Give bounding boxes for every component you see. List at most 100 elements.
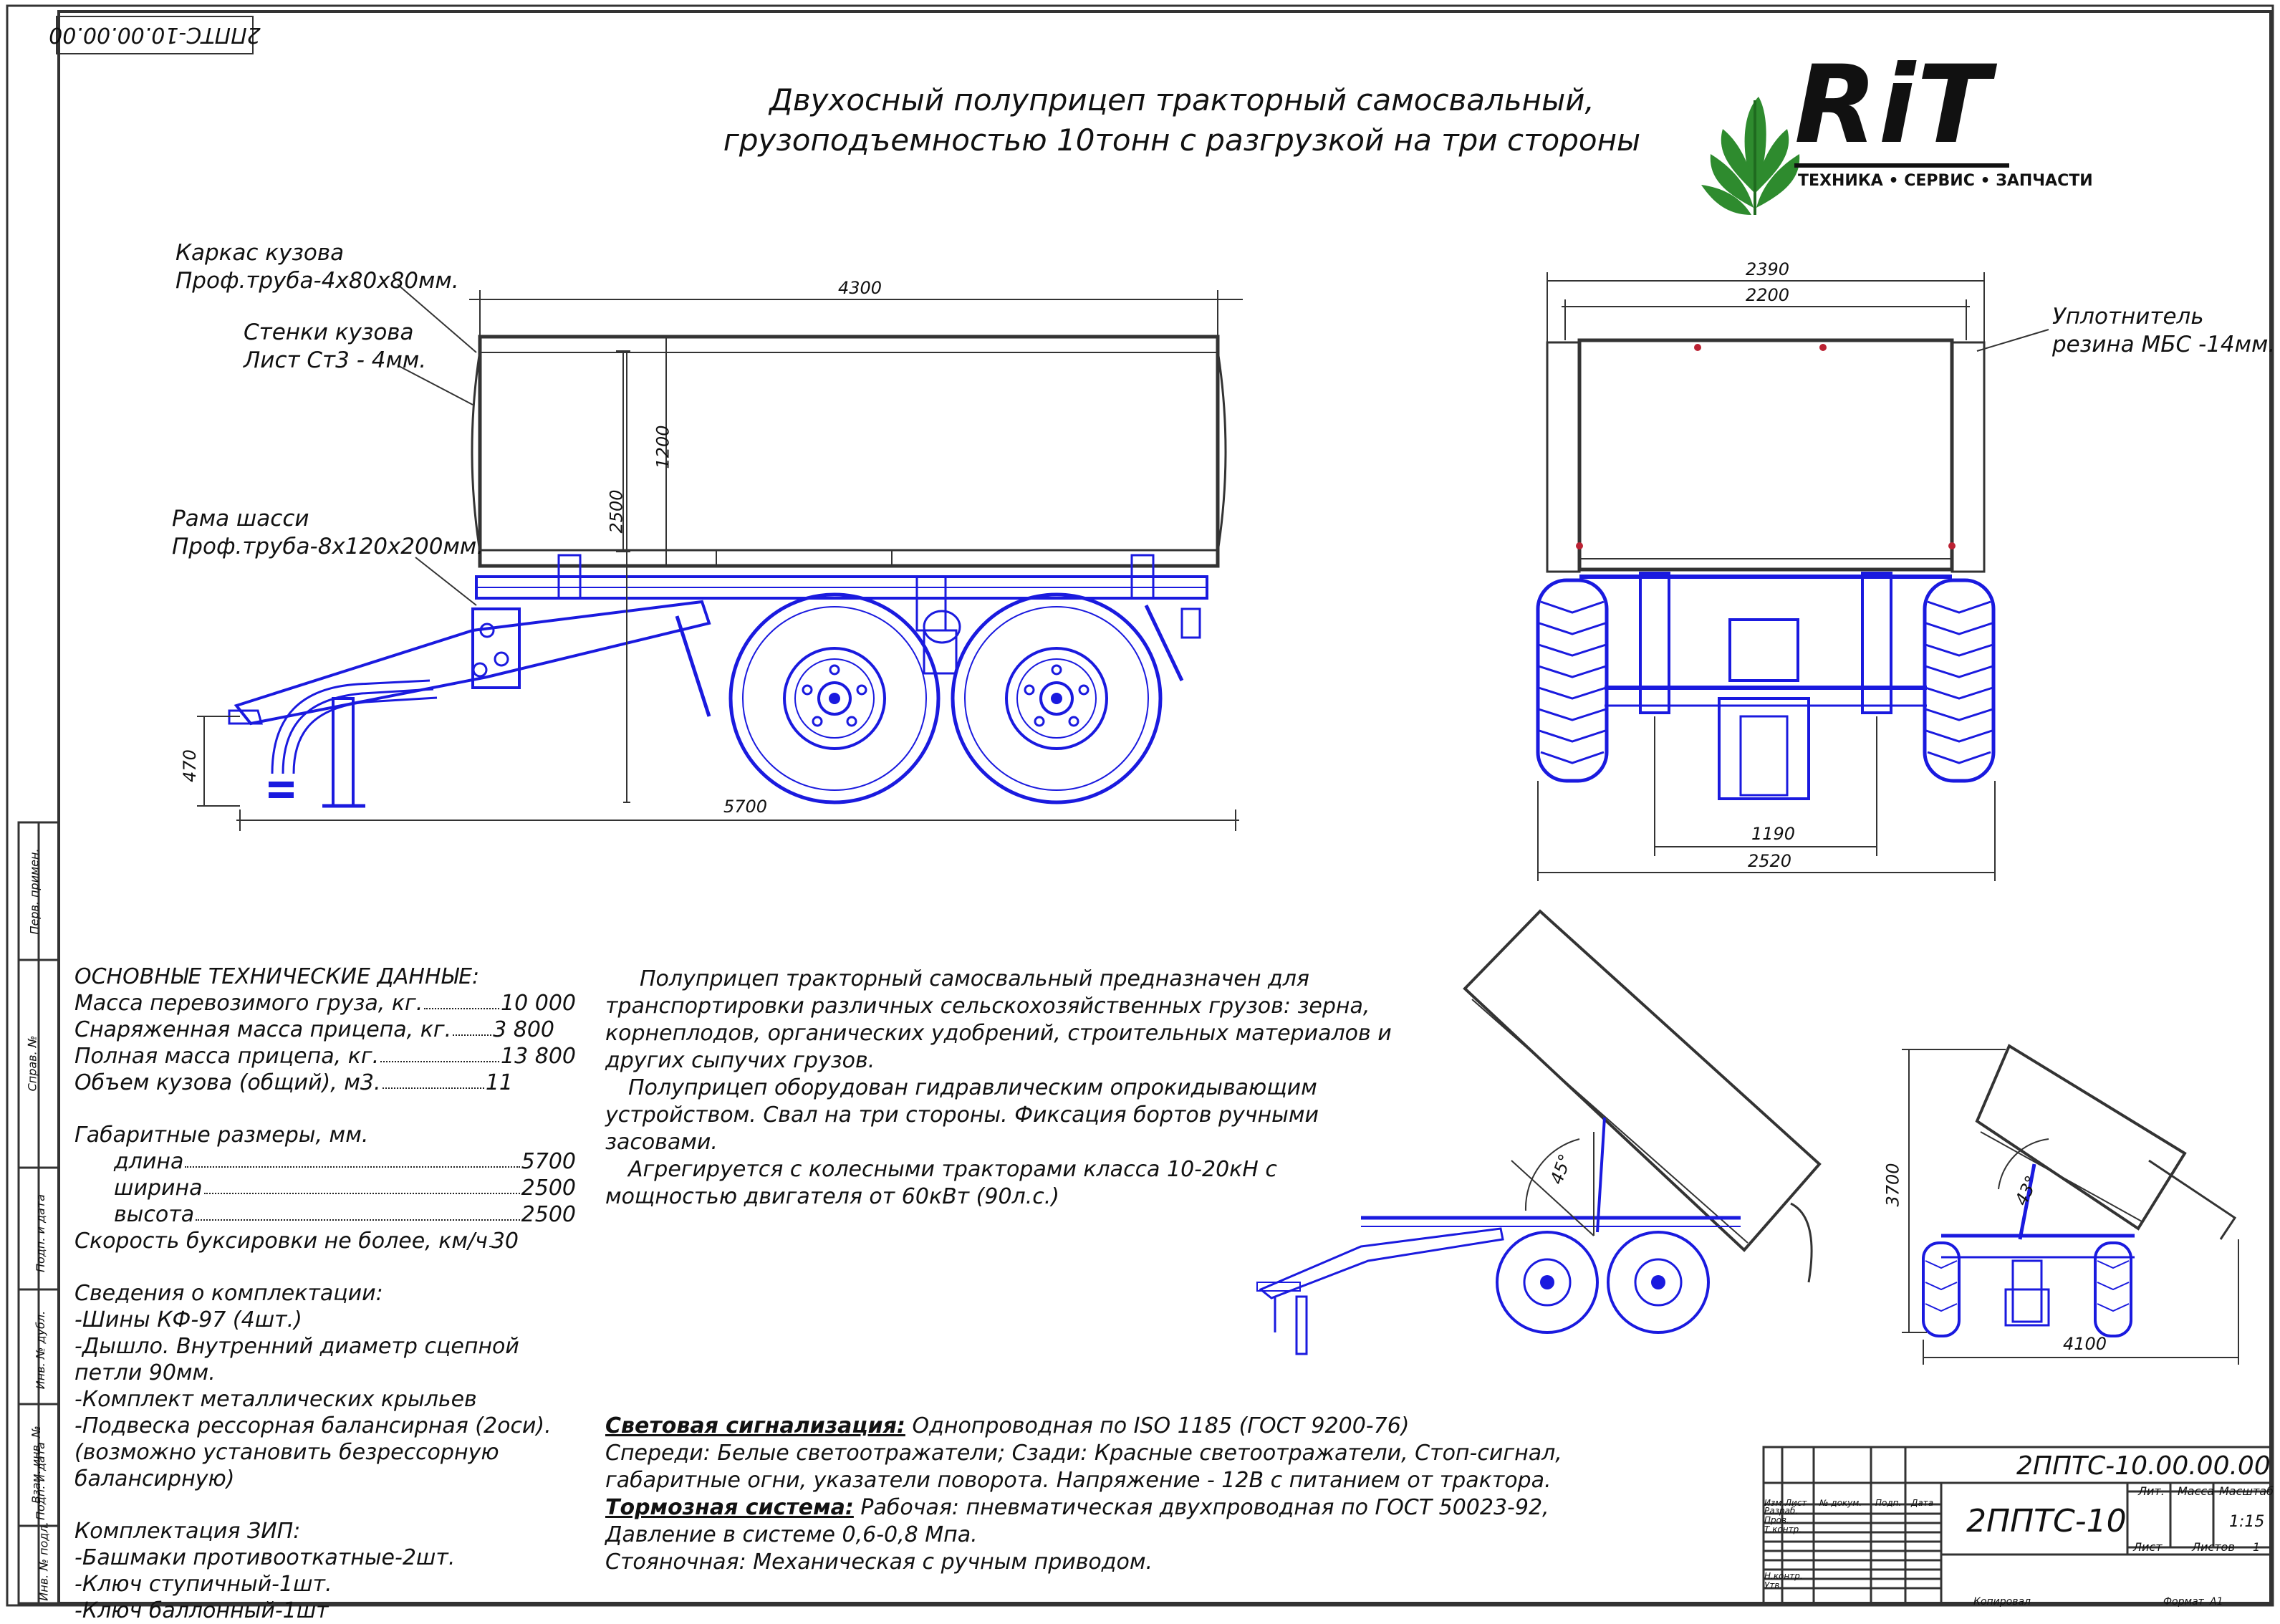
drawing-title: Двухосный полуприцеп тракторный самосвал… (716, 80, 1648, 160)
logo-brand: RiT (1794, 43, 1992, 168)
tech-specs: ОСНОВНЫЕ ТЕХНИЧЕСКИЕ ДАННЫЕ: Масса перев… (74, 964, 576, 1624)
dim-rear-inner-width: 2200 (1746, 285, 1790, 305)
callout-body-walls-spec: Лист Ст3 - 4мм. (244, 347, 427, 373)
callout-body-frame-spec: Проф.труба-4х80х80мм. (175, 268, 459, 294)
brake-line: Тормозная система: Рабочая: пневматическ… (605, 1494, 1622, 1549)
dim-label: длина (114, 1149, 184, 1174)
specs-heading: ОСНОВНЫЕ ТЕХНИЧЕСКИЕ ДАННЫЕ: (74, 964, 480, 989)
spec-row: Объем кузова (общий), м3.11 (74, 1070, 513, 1096)
light-text: Однопроводная по ISO 1185 (ГОСТ 9200-76) (912, 1413, 1410, 1438)
title-block-role-tcontrol: Т.контр. (1764, 1524, 1802, 1534)
kit-item: (возможно установить безрессорную баланс… (74, 1440, 499, 1491)
dim-total-length: 5700 (723, 797, 768, 817)
dim-value: 2500 (521, 1202, 576, 1227)
dim-tilt-width: 4100 (2063, 1334, 2107, 1354)
title-block-row-list: Лист (1785, 1498, 1807, 1508)
dims-heading: Габаритные размеры, мм. (74, 1123, 369, 1148)
title-block-col-lit: Лит. (2138, 1484, 2165, 1498)
zip-item: -Ключ ступичный-1шт. (74, 1572, 332, 1597)
callout-body-frame: Каркас кузова Проф.труба-4х80х80мм. (175, 239, 459, 295)
dim-row: высота 2500 (74, 1201, 576, 1228)
dim-track: 1190 (1751, 824, 1796, 844)
signaling-section: Световая сигнализация: Однопроводная по … (605, 1413, 1622, 1576)
kit-item: -Дышло. Внутренний диаметр сцепной петли… (74, 1334, 519, 1385)
spec-row: Масса перевозимого груза, кг.10 000 (74, 990, 576, 1017)
strip-sign-date-1: Подп. и дата (34, 1194, 47, 1272)
dim-total-height: 2500 (606, 489, 627, 534)
light-line: Световая сигнализация: Однопроводная по … (605, 1413, 1622, 1440)
title-block-col-scale: Масштаб (2219, 1484, 2274, 1498)
strip-dup-inv: Инв. № дубл. (34, 1310, 48, 1390)
spec-label: Объем кузова (общий), м3. (74, 1070, 381, 1095)
spec-label: Масса перевозимого груза, кг. (74, 991, 423, 1016)
callout-chassis-spec: Проф.труба-8х120х200мм. (172, 534, 484, 559)
title-block-sheets: Листов (2192, 1540, 2235, 1554)
title-block-sheet: Лист (2133, 1540, 2163, 1554)
description-p2: Полуприцеп оборудован гидравлическим опр… (605, 1075, 1319, 1155)
title-block-col-mass: Масса (2178, 1484, 2215, 1498)
light-label: Световая сигнализация: (605, 1413, 905, 1438)
spec-row: Снаряженная масса прицепа, кг. 3 800 (74, 1017, 554, 1043)
light-detail: Спереди: Белые светоотражатели; Сзади: К… (605, 1441, 1562, 1493)
title-block-scale: 1:15 (2229, 1513, 2265, 1531)
strip-first-use: Перв. примен. (27, 848, 42, 935)
dim-body-height: 1200 (653, 425, 673, 469)
dim-body-length: 4300 (838, 278, 882, 298)
callout-seal: Уплотнитель резина МБС -14мм. (2052, 303, 2275, 359)
title-block-frame (1762, 1446, 2272, 1605)
callout-body-walls: Стенки кузова Лист Ст3 - 4мм. (244, 319, 426, 375)
title-block-code: 2ППТС-10.00.00.00 (2016, 1451, 2271, 1481)
title-line-2: грузоподъемностью 10тонн с разгрузкой на… (723, 122, 1641, 158)
callout-chassis-label: Рама шасси (172, 506, 309, 532)
title-block-role-approved: Утв. (1764, 1580, 1783, 1590)
title-block-row-izm: Изм. (1764, 1498, 1785, 1508)
title-block-sheets-count: 1 (2253, 1540, 2261, 1554)
description-p1: Полуприцеп тракторный самосвальный предн… (605, 966, 1392, 1073)
spec-label: Снаряженная масса прицепа, кг. (74, 1017, 452, 1042)
description-p3: Агрегируется с колесными тракторами клас… (605, 1157, 1277, 1209)
dim-rear-outer-width: 2390 (1746, 259, 1790, 279)
spec-label: Полная масса прицепа, кг. (74, 1044, 380, 1069)
dim-value: 5700 (521, 1149, 576, 1174)
kit-heading: Сведения о комплектации: (74, 1281, 383, 1306)
callout-seal-spec: резина МБС -14мм. (2052, 332, 2276, 357)
zip-heading: Комплектация ЗИП: (74, 1519, 301, 1544)
dim-hitch-height: 470 (179, 749, 200, 782)
strip-sign-date-2: Подп. и дата (34, 1442, 47, 1520)
kit-item: -Комплект металлических крыльев (74, 1387, 477, 1412)
title-block-name: 2ППТС-10 (1966, 1503, 2127, 1539)
title-block-format: Формат (2163, 1596, 2204, 1608)
dim-row: длина 5700 (74, 1148, 576, 1175)
title-block-format-value: A1 (2210, 1596, 2223, 1608)
title-block-row-doc: № докум. (1819, 1498, 1862, 1508)
rit-logo (1701, 97, 2009, 215)
title-block-role-ncontrol: Н.контр. (1764, 1571, 1803, 1581)
brake-label: Тормозная система: (605, 1495, 854, 1520)
dim-label: ширина (114, 1176, 203, 1201)
description: Полуприцеп тракторный самосвальный предн… (605, 966, 1393, 1211)
dim-rear-total-width: 2520 (1748, 851, 1792, 871)
title-block-role-developer: Разраб. (1764, 1506, 1799, 1516)
brake-text: Рабочая: пневматическая двухпроводная по… (605, 1495, 1549, 1547)
dim-label: высота (114, 1202, 195, 1227)
callout-body-walls-label: Стенки кузова (244, 319, 414, 345)
title-block-copy: Копировал (1973, 1596, 2031, 1608)
spec-row: Полная масса прицепа, кг.13 800 (74, 1043, 576, 1070)
title-block-row-date: Дата (1911, 1498, 1934, 1508)
spec-value: 3 800 (493, 1017, 554, 1042)
side-strip (17, 821, 60, 1605)
callout-chassis: Рама шасси Проф.труба-8х120х200мм. (172, 505, 484, 561)
speed-value: 30 (491, 1229, 519, 1254)
logo-tagline: ТЕХНИКА • СЕРВИС • ЗАПЧАСТИ (1798, 172, 2093, 190)
kit-item: -Подвеска рессорная балансирная (2оси). (74, 1413, 552, 1438)
tilt-rear-view (1902, 1044, 2239, 1365)
title-block-row-sign: Подп. (1875, 1498, 1902, 1508)
kit-item: -Шины КФ-97 (4шт.) (74, 1307, 302, 1332)
dim-tilt-height: 3700 (1882, 1163, 1903, 1207)
title-block-role-checker: Пров. (1764, 1515, 1789, 1525)
callout-seal-label: Уплотнитель (2052, 304, 2204, 330)
side-view (197, 284, 1243, 831)
zip-item: -Башмаки противооткатные-2шт. (74, 1545, 456, 1570)
